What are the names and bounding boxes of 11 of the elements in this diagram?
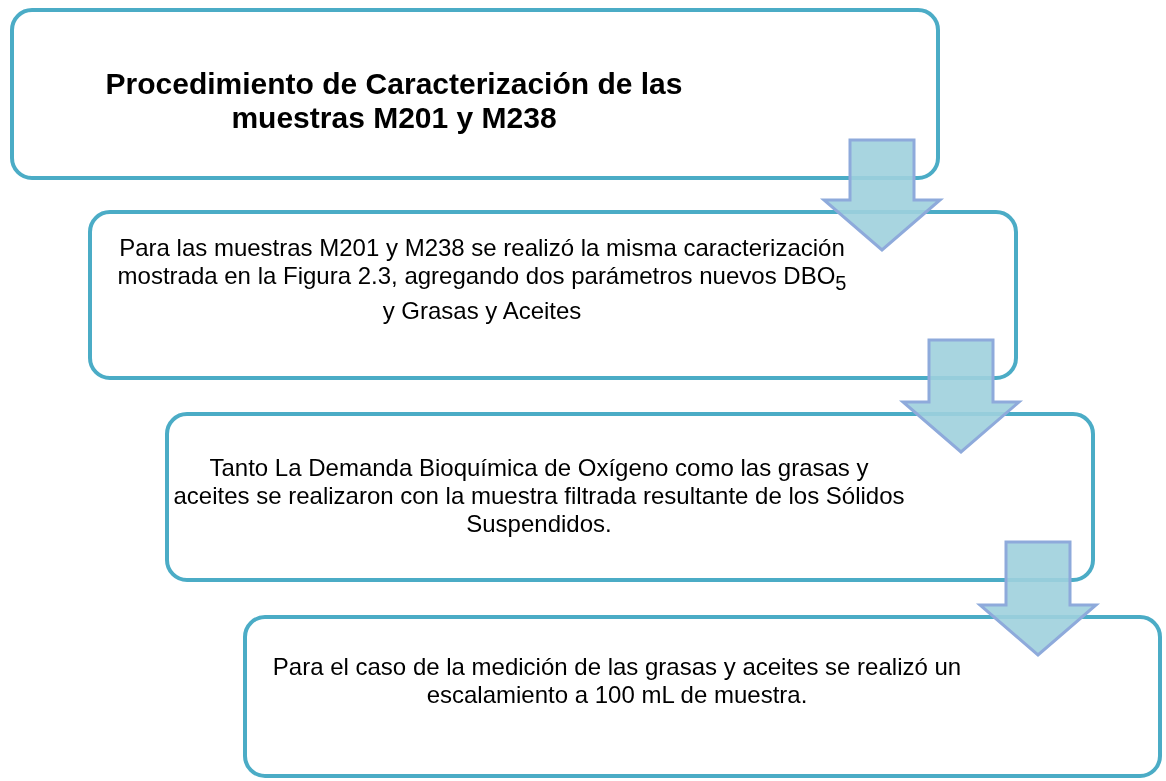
step-text: Para el caso de la medición de las grasas y aceites se realizó un escalamiento a 100 mL de muestra. (271, 653, 963, 709)
process-box (88, 210, 1018, 380)
process-box (243, 615, 1162, 778)
down-arrow (975, 540, 1101, 657)
process-box (10, 8, 940, 180)
title-text: Procedimiento de Caracterización de las muestras M201 y M238 (104, 67, 684, 135)
step-text: Tanto La Demanda Bioquímica de Oxígeno como las grasas y aceites se realizaron con la muestra filtrada resultante de los Sólidos Suspendidos. (172, 454, 906, 538)
down-arrow (898, 338, 1024, 454)
step-text: Para las muestras M201 y M238 se realizó la misma caracterización mostrada en la Figura 2.3, agregando dos parámetros nuevos DBO$_{5}$ y Grasas y Aceites (116, 234, 848, 325)
down-arrow (819, 138, 945, 252)
process-box (165, 412, 1095, 582)
